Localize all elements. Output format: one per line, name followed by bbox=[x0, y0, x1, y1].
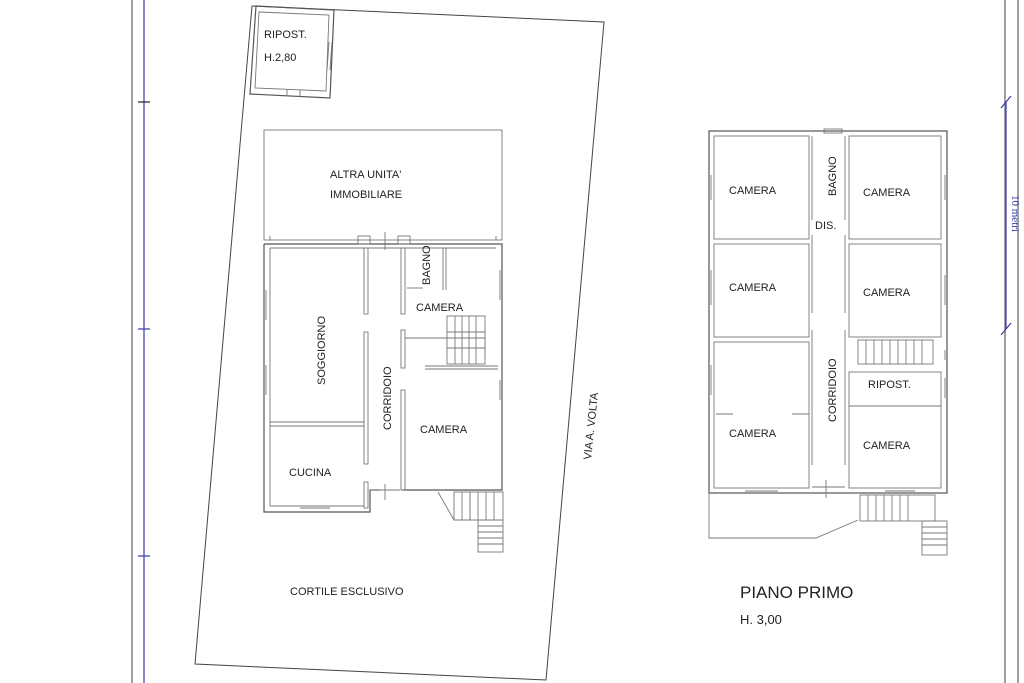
ff-room-bagno: BAGNO bbox=[827, 156, 839, 196]
ff-room-camera-4: CAMERA bbox=[863, 287, 911, 299]
ff-room-camera-6: CAMERA bbox=[863, 440, 911, 452]
room-bagno: BAGNO bbox=[421, 245, 433, 285]
street-label: VIA A. VOLTA bbox=[582, 391, 601, 460]
other-unit-block bbox=[263, 129, 503, 241]
room-soggiorno: SOGGIORNO bbox=[316, 315, 328, 385]
floor-height: H. 3,00 bbox=[740, 612, 782, 627]
room-cucina: CUCINA bbox=[289, 467, 332, 479]
shed-height: H.2,80 bbox=[264, 52, 296, 64]
other-unit-label-1: ALTRA UNITA' bbox=[330, 169, 401, 181]
ff-room-camera-5: CAMERA bbox=[729, 428, 777, 440]
ff-room-camera-2: CAMERA bbox=[863, 187, 911, 199]
ff-room-camera-1: CAMERA bbox=[729, 185, 777, 197]
floor-title: PIANO PRIMO bbox=[740, 583, 853, 602]
shed-label: RIPOST. bbox=[264, 29, 307, 41]
first-floor-balcony-and-stair bbox=[708, 493, 948, 556]
room-camera-lower: CAMERA bbox=[420, 424, 468, 436]
lot-label: CORTILE ESCLUSIVO bbox=[290, 586, 404, 598]
ground-floor-internal-stair bbox=[405, 315, 486, 365]
shed bbox=[249, 5, 335, 99]
left-frame bbox=[131, 0, 150, 683]
other-unit-label-2: IMMOBILIARE bbox=[330, 189, 402, 201]
ff-room-corridoio: CORRIDOIO bbox=[827, 358, 839, 422]
first-floor-walls bbox=[708, 128, 948, 498]
scale-bar-label: 10 metri bbox=[1009, 195, 1021, 232]
room-camera-upper: CAMERA bbox=[416, 302, 464, 314]
ff-room-camera-3: CAMERA bbox=[729, 282, 777, 294]
ff-room-ripost: RIPOST. bbox=[868, 379, 911, 391]
ff-room-dis: DIS. bbox=[815, 220, 836, 232]
lot-boundary bbox=[194, 5, 605, 681]
first-floor-internal-stair bbox=[857, 339, 934, 365]
ground-floor-external-stair bbox=[437, 491, 504, 553]
room-corridoio: CORRIDOIO bbox=[382, 366, 394, 430]
ground-floor-walls bbox=[263, 232, 503, 513]
right-frame bbox=[1000, 0, 1019, 683]
